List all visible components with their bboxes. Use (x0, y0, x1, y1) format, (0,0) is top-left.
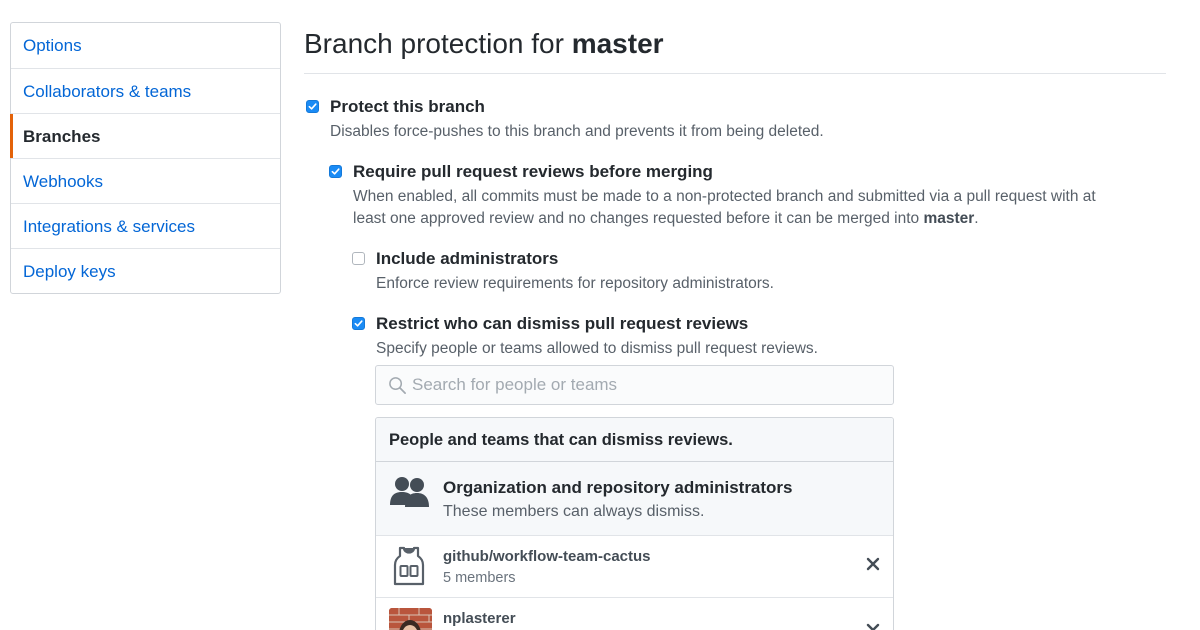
require-reviews-description: When enabled, all commits must be made t… (353, 186, 1096, 230)
require-reviews-desc-suffix: . (974, 210, 979, 227)
include-admins-checkbox[interactable] (352, 252, 365, 265)
close-icon[interactable] (865, 622, 881, 630)
protect-branch-checkbox[interactable] (306, 100, 319, 113)
avatar-image (389, 608, 432, 630)
jersey-icon (393, 546, 425, 586)
member-name[interactable]: github/workflow-team-cactus (443, 548, 651, 565)
sidebar-item-collaborators[interactable]: Collaborators & teams (11, 68, 280, 113)
sidebar-item-webhooks[interactable]: Webhooks (11, 158, 280, 203)
settings-sidebar: Options Collaborators & teams Branches W… (10, 22, 281, 294)
close-icon[interactable] (865, 556, 881, 572)
member-count: 5 members (443, 570, 516, 586)
sidebar-item-options[interactable]: Options (23, 36, 82, 55)
dismiss-list-header: People and teams that can dismiss review… (376, 418, 893, 462)
restrict-dismiss-description: Specify people or teams allowed to dismi… (376, 340, 818, 357)
restrict-dismiss-checkbox[interactable] (352, 317, 365, 330)
admins-row: Organization and repository administrato… (376, 462, 893, 536)
list-item: github/workflow-team-cactus 5 members (376, 536, 893, 598)
page-title-prefix: Branch protection for (304, 28, 572, 59)
sidebar-item-branches[interactable]: Branches (10, 113, 280, 158)
require-reviews-checkbox[interactable] (329, 165, 342, 178)
list-item: nplasterer (376, 598, 893, 630)
sidebar-item-integrations[interactable]: Integrations & services (11, 203, 280, 248)
restrict-dismiss-label[interactable]: Restrict who can dismiss pull request re… (376, 314, 749, 333)
people-search-field[interactable] (375, 365, 894, 405)
require-reviews-label[interactable]: Require pull request reviews before merg… (353, 162, 713, 181)
protect-branch-description: Disables force-pushes to this branch and… (330, 123, 824, 140)
require-reviews-desc-line2: least one approved review and no changes… (353, 210, 924, 227)
checkmark-icon (331, 168, 340, 175)
protect-branch-label[interactable]: Protect this branch (330, 97, 485, 116)
people-search-input[interactable] (412, 375, 872, 395)
include-admins-label[interactable]: Include administrators (376, 249, 559, 268)
require-reviews-desc-branch: master (923, 210, 975, 227)
member-name[interactable]: nplasterer (443, 610, 516, 627)
dismiss-reviewers-list: People and teams that can dismiss review… (375, 417, 894, 630)
require-reviews-desc-line1: When enabled, all commits must be made t… (353, 188, 1096, 205)
admins-subtitle: These members can always dismiss. (443, 503, 705, 520)
avatar (389, 608, 432, 630)
page-title: Branch protection for master (304, 28, 664, 60)
title-divider (304, 73, 1166, 74)
checkmark-icon (354, 320, 363, 327)
admins-title: Organization and repository administrato… (443, 478, 793, 497)
search-icon (389, 376, 406, 394)
sidebar-item-deploy-keys[interactable]: Deploy keys (11, 248, 280, 293)
page-title-branch: master (571, 28, 664, 59)
include-admins-description: Enforce review requirements for reposito… (376, 275, 774, 292)
people-icon (390, 477, 429, 507)
checkmark-icon (308, 103, 317, 110)
